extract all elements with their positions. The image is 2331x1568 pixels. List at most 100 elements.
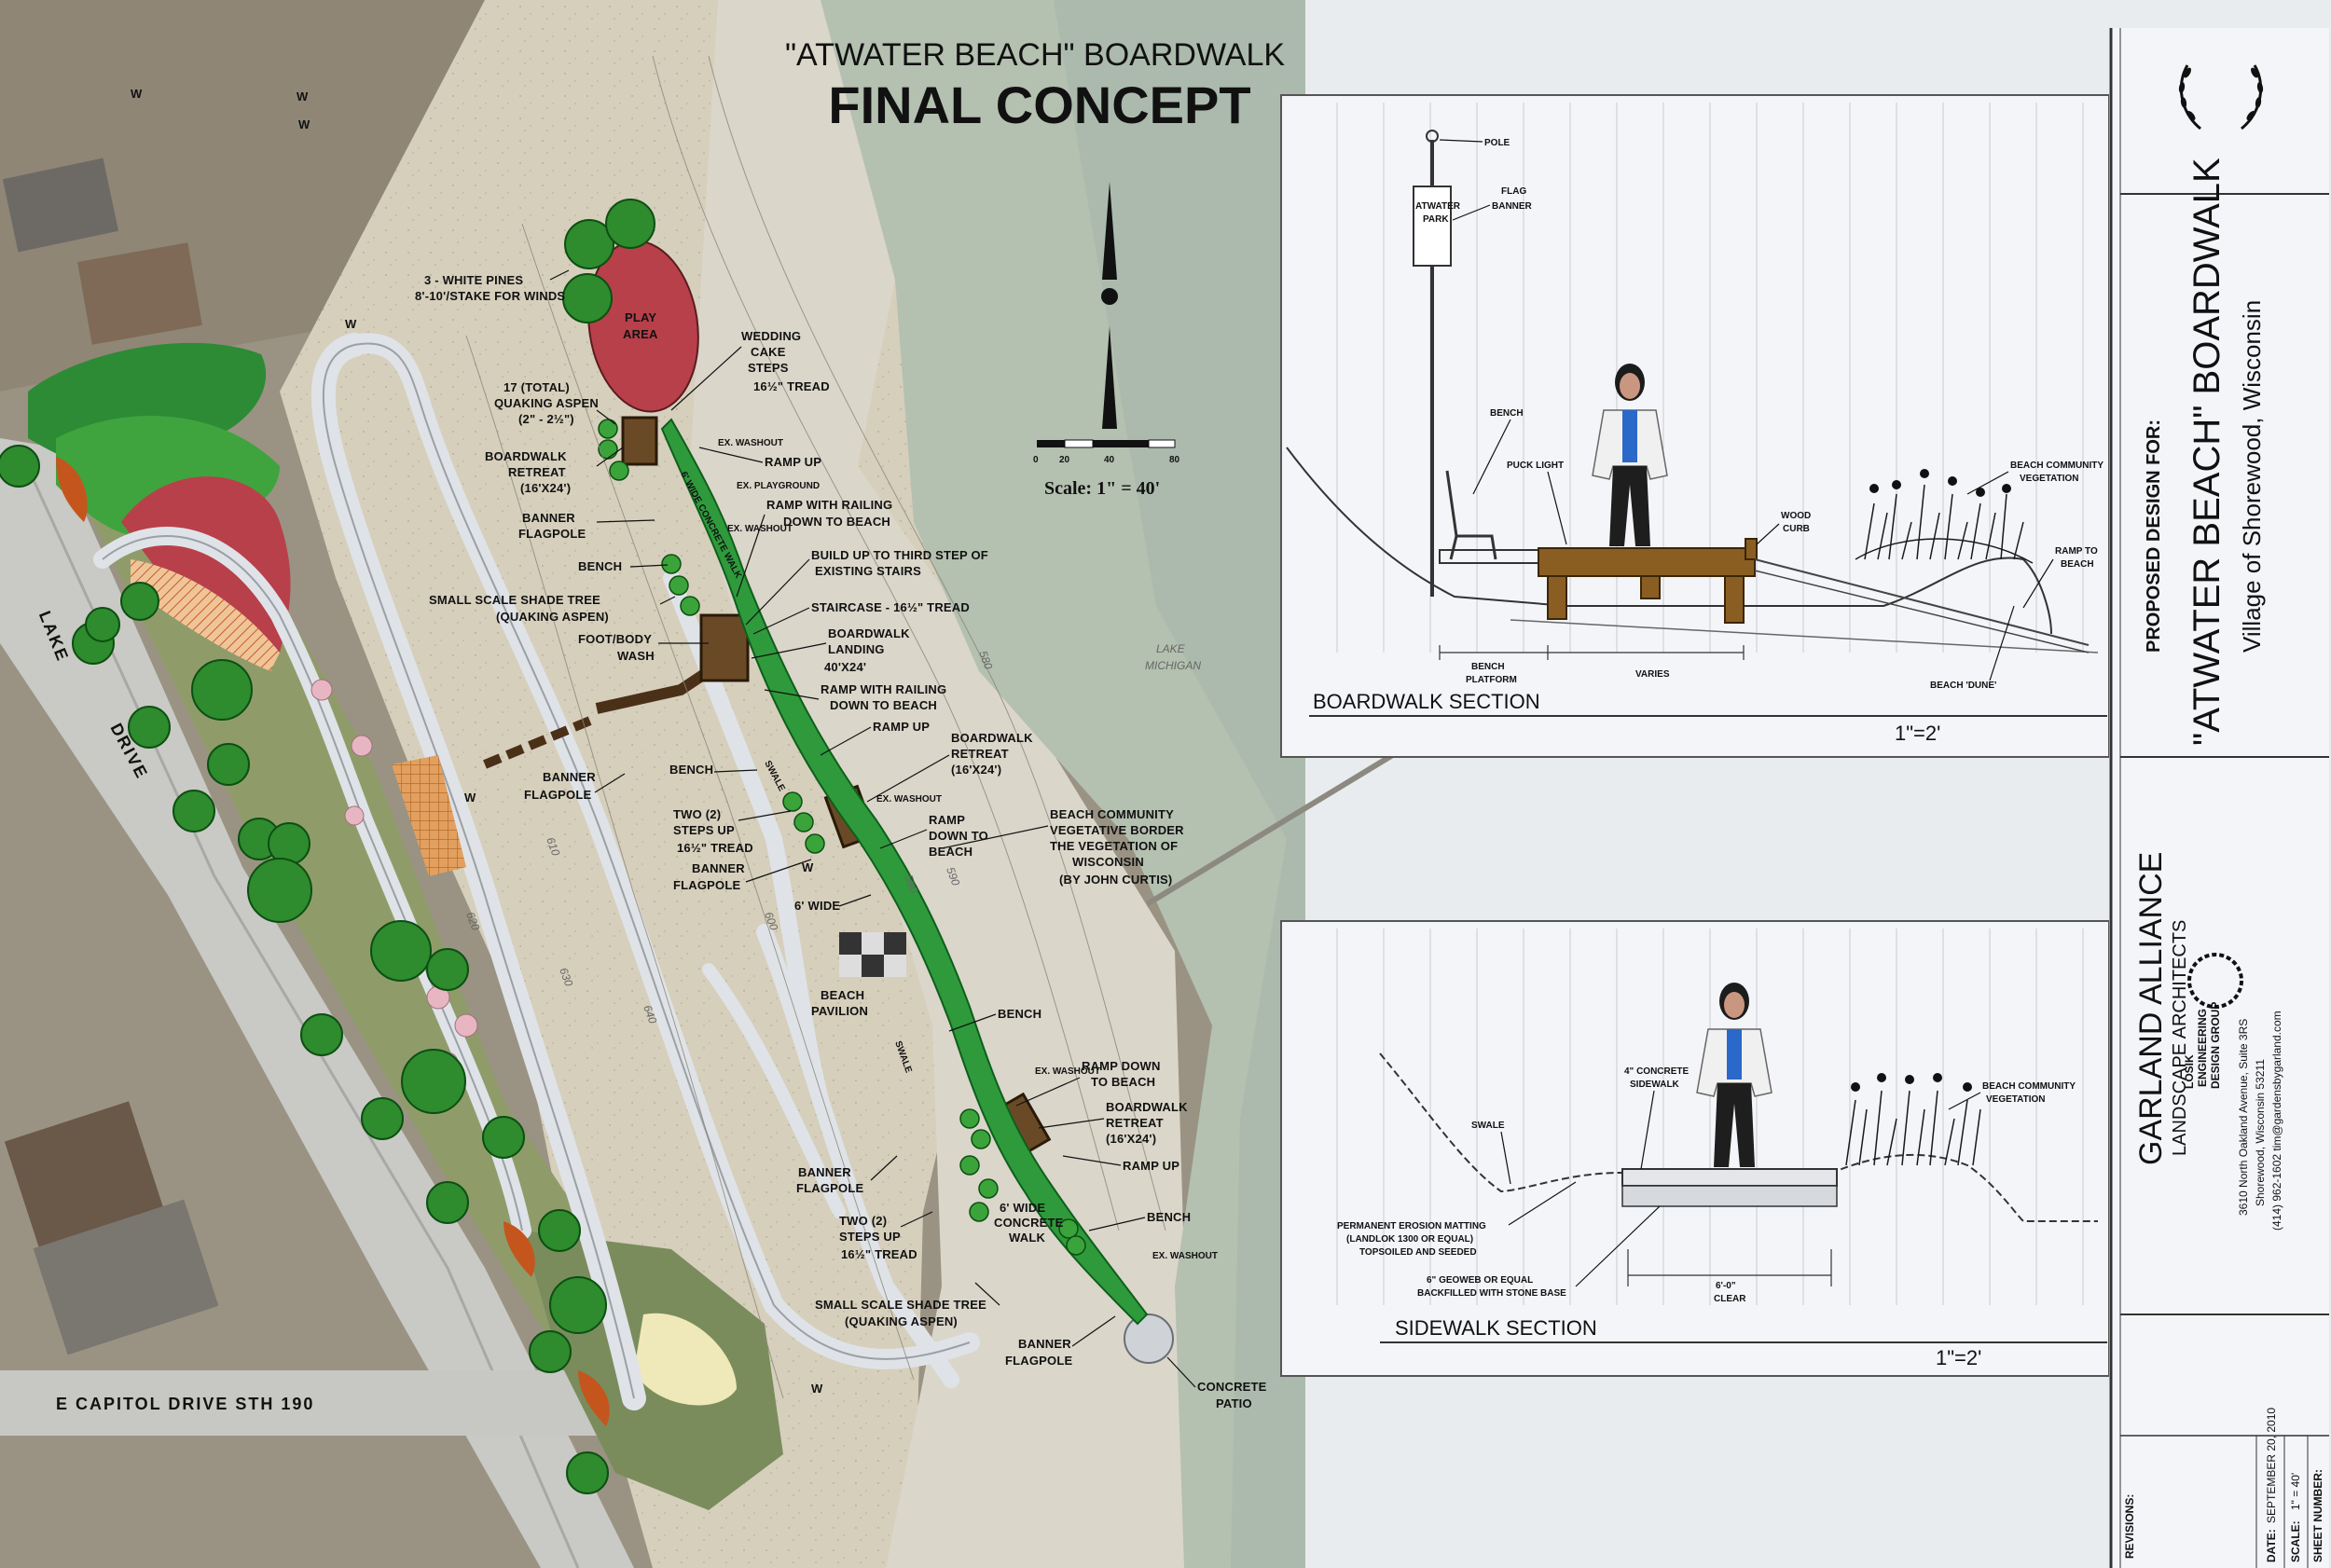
svg-text:20: 20	[1059, 455, 1070, 465]
svg-text:BEACH: BEACH	[2061, 559, 2094, 570]
svg-text:FLAGPOLE: FLAGPOLE	[1005, 1354, 1073, 1368]
svg-text:BOARDWALK: BOARDWALK	[828, 626, 910, 640]
svg-text:VEGETATIVE BORDER: VEGETATIVE BORDER	[1050, 823, 1184, 837]
svg-text:BEACH: BEACH	[821, 988, 864, 1002]
svg-text:EX. WASHOUT: EX. WASHOUT	[1152, 1251, 1218, 1261]
person-figure	[1592, 364, 1668, 546]
svg-text:PUCK LIGHT: PUCK LIGHT	[1507, 461, 1564, 471]
boardwalk-section-title: BOARDWALK SECTION	[1313, 690, 1540, 713]
boardwalk-landing	[699, 613, 750, 682]
svg-text:(414) 962-1602 tim@gardensby: (414) 962-1602 tim@gardensbygarland.com	[2270, 1011, 2283, 1231]
section-flower-heads	[1851, 1073, 1972, 1092]
svg-text:(QUAKING ASPEN): (QUAKING ASPEN)	[496, 610, 609, 624]
svg-text:40'X24': 40'X24'	[824, 660, 866, 674]
house	[33, 1199, 219, 1355]
svg-text:PAVILION: PAVILION	[811, 1004, 868, 1018]
svg-text:AREA: AREA	[623, 327, 658, 341]
amphitheater	[131, 559, 280, 671]
svg-text:SWALE: SWALE	[1471, 1121, 1505, 1131]
plaza-paving	[392, 755, 466, 876]
svg-text:PARK: PARK	[1423, 214, 1449, 225]
svg-text:0: 0	[1033, 455, 1039, 465]
house	[2, 158, 119, 253]
svg-text:1"=2': 1"=2'	[1895, 722, 1940, 745]
svg-text:WEDDING: WEDDING	[741, 329, 801, 343]
svg-text:WALK: WALK	[1009, 1231, 1045, 1245]
svg-text:BUILD UP TO THIRD STEP OF: BUILD UP TO THIRD STEP OF	[811, 548, 988, 562]
svg-text:DESIGN GROUP: DESIGN GROUP	[2209, 1002, 2222, 1089]
vegetative-border	[660, 418, 1149, 1326]
svg-text:8'-10'/STAKE FOR WINDS: 8'-10'/STAKE FOR WINDS	[415, 289, 565, 303]
svg-text:1"=2': 1"=2'	[1936, 1346, 1981, 1369]
svg-text:RAMP DOWN: RAMP DOWN	[1082, 1059, 1161, 1073]
svg-text:40: 40	[1104, 455, 1115, 465]
svg-text:W: W	[464, 791, 476, 805]
svg-text:EXISTING STAIRS: EXISTING STAIRS	[815, 564, 921, 578]
north-arrow	[1101, 182, 1118, 429]
svg-text:RAMP WITH RAILING: RAMP WITH RAILING	[766, 498, 892, 512]
svg-text:FLAGPOLE: FLAGPOLE	[524, 788, 592, 802]
title-block: PROPOSED DESIGN FOR: "ATWATER BEACH" BOA…	[2109, 28, 2329, 1568]
sidewalk-section-title: SIDEWALK SECTION	[1395, 1316, 1597, 1340]
beach-pavilion-paving	[839, 932, 906, 977]
laurel-logo-icon	[2173, 40, 2269, 131]
svg-text:RETREAT: RETREAT	[951, 747, 1009, 761]
svg-text:EX. WASHOUT: EX. WASHOUT	[1035, 1066, 1100, 1077]
svg-text:CLEAR: CLEAR	[1714, 1294, 1746, 1304]
svg-text:BEACH COMMUNITY: BEACH COMMUNITY	[1982, 1081, 2076, 1092]
svg-text:W: W	[131, 87, 143, 101]
svg-text:REVISIONS:: REVISIONS:	[2123, 1494, 2136, 1559]
svg-text:PLATFORM: PLATFORM	[1466, 675, 1517, 685]
section-grid	[1336, 103, 2084, 653]
firm-name: GARLAND ALLIANCE	[2133, 852, 2169, 1165]
svg-text:FLAG: FLAG	[1501, 186, 1526, 197]
firm-subtitle: LANDSCAPE ARCHITECTS	[2170, 920, 2190, 1156]
svg-text:BENCH: BENCH	[669, 763, 713, 777]
svg-text:SMALL SCALE SHADE TREE: SMALL SCALE SHADE TREE	[429, 593, 600, 607]
svg-text:TWO (2): TWO (2)	[839, 1214, 887, 1228]
svg-text:BEACH: BEACH	[929, 845, 972, 859]
svg-text:3610 North Oakland Avenue, Sui: 3610 North Oakland Avenue, Suite 3RS	[2237, 1019, 2250, 1216]
house	[4, 1101, 164, 1248]
svg-text:LOSIK: LOSIK	[2183, 1054, 2196, 1089]
walkway-edges	[102, 342, 971, 1399]
svg-text:CAKE: CAKE	[751, 345, 786, 359]
svg-text:BOARDWALK: BOARDWALK	[485, 449, 567, 463]
svg-text:640: 640	[641, 1003, 659, 1025]
proposed-design-label: PROPOSED DESIGN FOR:	[2144, 420, 2164, 653]
svg-text:DOWN TO BEACH: DOWN TO BEACH	[830, 698, 937, 712]
svg-text:ENGINEERING: ENGINEERING	[2196, 1009, 2209, 1087]
boardwalk-section: ATWATER PARK POLE FLAG BANNER BENCH PUCK…	[1280, 94, 2110, 758]
svg-text:RETREAT: RETREAT	[508, 465, 566, 479]
svg-text:RAMP UP: RAMP UP	[765, 455, 821, 469]
svg-text:EX. WASHOUT: EX. WASHOUT	[876, 794, 942, 805]
water-label: LAKE MICHIGAN	[1145, 642, 1201, 672]
svg-text:17 (TOTAL): 17 (TOTAL)	[503, 380, 570, 394]
svg-text:CURB: CURB	[1783, 524, 1810, 534]
svg-text:PATIO: PATIO	[1216, 1396, 1252, 1410]
svg-text:FLAGPOLE: FLAGPOLE	[518, 527, 586, 541]
lake-deep	[1054, 0, 1305, 1568]
svg-text:590: 590	[902, 873, 920, 895]
svg-text:(QUAKING ASPEN): (QUAKING ASPEN)	[845, 1314, 958, 1328]
svg-text:1" = 40': 1" = 40'	[2289, 1473, 2302, 1510]
svg-text:TOPSOILED AND SEEDED: TOPSOILED AND SEEDED	[1359, 1247, 1477, 1258]
svg-text:4" CONCRETE: 4" CONCRETE	[1624, 1066, 1690, 1077]
svg-text:BENCH: BENCH	[578, 559, 622, 573]
svg-text:RAMP UP: RAMP UP	[1123, 1159, 1179, 1173]
svg-text:TWO (2): TWO (2)	[673, 807, 721, 821]
svg-text:80: 80	[1169, 455, 1180, 465]
svg-text:STEPS UP: STEPS UP	[839, 1230, 901, 1244]
site-plan: W W W W W W W	[0, 0, 1410, 1568]
svg-text:BOARDWALK: BOARDWALK	[1106, 1100, 1188, 1114]
svg-text:BANNER: BANNER	[1492, 201, 1533, 212]
svg-text:W: W	[811, 1382, 823, 1396]
svg-text:(2" - 2½"): (2" - 2½")	[518, 412, 574, 426]
svg-text:BENCH: BENCH	[1471, 662, 1505, 672]
svg-text:QUAKING ASPEN: QUAKING ASPEN	[494, 396, 599, 410]
svg-text:VEGETATION: VEGETATION	[2020, 474, 2079, 484]
svg-text:CONCRETE: CONCRETE	[1197, 1380, 1267, 1394]
svg-text:W: W	[345, 317, 357, 331]
project-name: "ATWATER BEACH" BOARDWALK	[2186, 158, 2228, 746]
